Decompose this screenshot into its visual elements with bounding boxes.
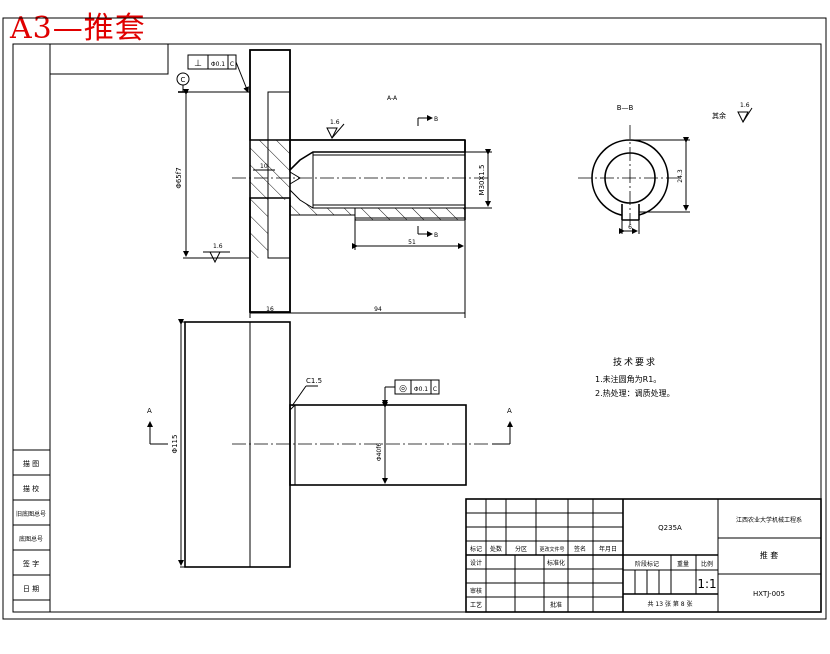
sheet-banner-title: A3—推套: [10, 11, 146, 46]
rest-roughness: 其余 1.6: [712, 102, 753, 124]
gdt-datum-perp: C: [230, 61, 234, 68]
strip-label-sign: 签 字: [23, 559, 39, 568]
gdt-symbol-perp: ⊥: [194, 59, 202, 69]
thread-spec: M30X1.5: [478, 165, 486, 196]
tb-material: Q235A: [658, 524, 682, 532]
gdt-datum-conc: C: [433, 386, 437, 393]
front-view: A A Φ115 Φ40f6 C1.5 ◎ Φ0.1 C: [147, 319, 513, 568]
gdt-symbol-conc: ◎: [399, 384, 407, 394]
tb-school: 江西农业大学机械工程系: [736, 516, 802, 524]
section-a-right: A: [507, 407, 512, 415]
tb-sheets: 共 13 张 第 8 张: [648, 600, 693, 608]
tb-header-change-doc: 更改文件号: [539, 546, 564, 553]
tb-row-standard: 标准化: [547, 559, 565, 567]
tb-part-name: 推 套: [760, 550, 779, 560]
dim-shaft-dia: Φ40f6: [376, 443, 383, 461]
dim-left-dia: Φ115: [171, 435, 179, 454]
section-view-bb: B—B 24.3 6: [578, 104, 690, 234]
gdt-value-perp: Φ0.1: [211, 61, 225, 68]
tech-req-item-1: 1.未注圆角为R1。: [595, 374, 661, 384]
tb-scale-value: 1:1: [697, 577, 716, 591]
tech-req-item-2: 2.热处理：调质处理。: [595, 388, 675, 398]
inner-frame: [12, 43, 822, 613]
tb-header-date: 年月日: [599, 545, 617, 553]
gdt-perpendicularity: ⊥ Φ0.1 C: [187, 54, 249, 93]
dim-flange-dia: Φ65f7: [175, 167, 183, 188]
dim-flange-thickness: 16: [266, 306, 274, 313]
tech-req-title: 技术要求: [613, 356, 657, 368]
title-block: 标记 处数 分区 更改文件号 签名 年月日 设计 标准化 审核 工艺 批准 Q2…: [465, 498, 822, 613]
section-label-bb: B—B: [617, 104, 634, 112]
datum-c-label: C: [181, 76, 186, 84]
gdt-value-conc: Φ0.1: [414, 386, 428, 393]
dim-flat: 24.3: [677, 169, 684, 183]
strip-label-trace-check: 描 校: [23, 484, 39, 493]
section-view-aa: Φ65f7 10 16 94 51 M30X1.5 A-A B B 1.6: [175, 49, 492, 318]
rest-roughness-value: 1.6: [740, 102, 750, 109]
tb-drawing-no: HXTJ-005: [753, 590, 785, 598]
dim-key: 6: [628, 224, 632, 231]
dim-total-length: 94: [374, 306, 382, 313]
tb-header-sign: 签名: [574, 545, 586, 553]
strip-label-draw: 描 图: [23, 459, 39, 468]
strip-label-base: 底图总号: [19, 535, 43, 543]
dim-thread-length: 51: [408, 239, 416, 246]
strip-label-old-base: 旧底图总号: [16, 510, 46, 518]
code-box: [49, 43, 169, 75]
tb-header-mark: 标记: [470, 545, 482, 553]
tb-row-process: 工艺: [470, 601, 482, 609]
strip-label-date: 日 期: [23, 585, 39, 593]
tb-row-approve: 批准: [550, 601, 562, 609]
section-a-left: A: [147, 407, 152, 415]
dim-small: 10: [260, 163, 268, 170]
tb-stage-label: 阶段标记: [635, 560, 659, 568]
tb-header-count: 处数: [490, 545, 502, 553]
section-label-aa: A-A: [387, 95, 398, 102]
gdt-concentricity: ◎ Φ0.1 C: [382, 379, 440, 406]
outer-frame: [2, 17, 827, 620]
tb-scale-label: 比例: [701, 560, 713, 568]
tb-header-zone: 分区: [515, 545, 527, 553]
roughness-1: 1.6: [330, 119, 340, 126]
chamfer-note: C1.5: [306, 377, 322, 385]
tb-row-check: 审核: [470, 587, 482, 595]
rest-roughness-label: 其余: [712, 111, 726, 120]
section-b-marker-bottom: B: [434, 232, 438, 239]
technical-requirements: 技术要求 1.未注圆角为R1。 2.热处理：调质处理。: [595, 356, 675, 398]
tb-weight-label: 重量: [677, 560, 689, 568]
tb-row-design: 设计: [470, 559, 482, 567]
section-b-marker-top: B: [434, 116, 438, 123]
left-strip-table: 描 图 描 校 旧底图总号 底图总号 签 字 日 期: [13, 449, 50, 601]
roughness-2: 1.6: [213, 243, 223, 250]
